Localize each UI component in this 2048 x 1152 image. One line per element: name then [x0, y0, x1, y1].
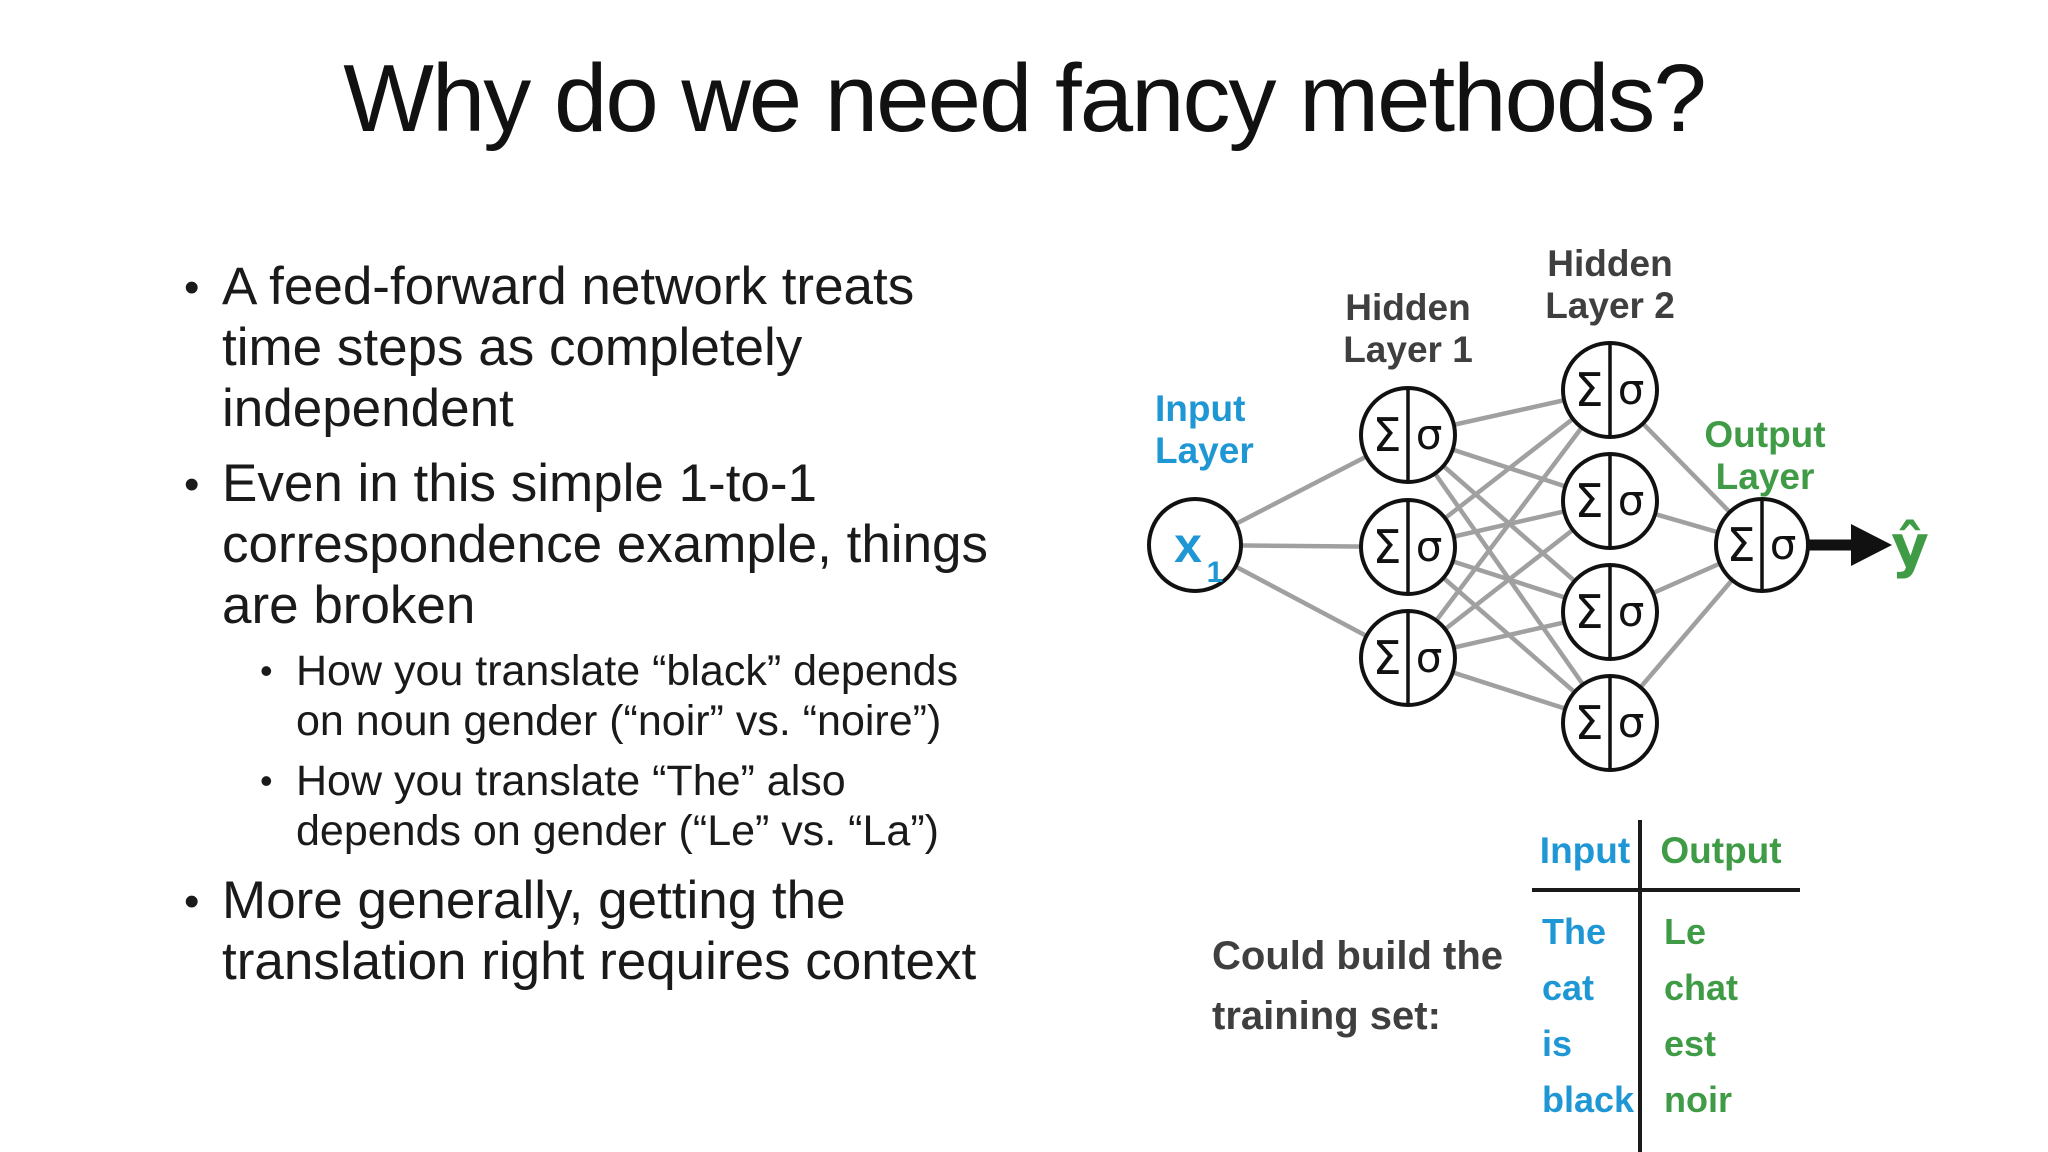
svg-text:σ: σ — [1770, 520, 1797, 569]
bullet-1-to-1-example: Even in this simple 1-to-1 correspondenc… — [178, 453, 1038, 636]
sub-bullet-translate-black: How you translate “black” depends on nou… — [178, 646, 1038, 746]
slide-title: Why do we need fancy methods? — [343, 45, 1706, 152]
svg-text:Σ: Σ — [1372, 631, 1401, 685]
svg-text:σ: σ — [1618, 476, 1645, 525]
output-arrow-icon — [1809, 524, 1892, 566]
input-node: x 1 — [1147, 497, 1243, 593]
layer-labels: Input Layer Hidden Layer 1 Hidden Layer … — [1155, 243, 1826, 497]
svg-text:σ: σ — [1618, 587, 1645, 636]
svg-text:Σ: Σ — [1574, 474, 1603, 528]
table-header-input: Input — [1532, 820, 1642, 892]
svg-text:Σ: Σ — [1726, 518, 1755, 572]
hidden2-node-1: Σ σ — [1561, 341, 1659, 439]
network-edges — [1193, 387, 1764, 726]
hidden1-node-1: Σ σ — [1359, 386, 1457, 484]
hidden-layer2-label-line2: Layer 2 — [1545, 285, 1675, 326]
bullet-feed-forward: A feed-forward network treats time steps… — [178, 256, 1038, 439]
svg-text:Σ: Σ — [1372, 520, 1401, 574]
table-column-output-words: Le chat est noir — [1664, 911, 1739, 1120]
input-node-symbol: x — [1174, 517, 1202, 573]
hidden2-node-3: Σ σ — [1561, 563, 1659, 661]
hidden2-node-4: Σ σ — [1561, 674, 1659, 772]
prediction-symbol: ŷ — [1891, 512, 1929, 580]
svg-text:σ: σ — [1416, 410, 1443, 459]
sub-bullet-translate-the: How you translate “The” also depends on … — [178, 756, 1038, 856]
output-node: Σ σ — [1714, 497, 1810, 593]
svg-text:σ: σ — [1618, 698, 1645, 747]
svg-text:σ: σ — [1618, 365, 1645, 414]
table-column-input-words: The cat is black — [1532, 892, 1642, 1152]
hidden-layer1-label-line1: Hidden — [1345, 287, 1470, 328]
svg-text:Σ: Σ — [1372, 408, 1401, 462]
output-layer-label-line1: Output — [1704, 414, 1825, 455]
hidden-layer2-label-line1: Hidden — [1547, 243, 1672, 284]
input-layer-label-line2: Layer — [1155, 430, 1254, 471]
table-header-output: Output — [1642, 820, 1800, 892]
output-layer-label-line2: Layer — [1716, 456, 1815, 497]
svg-text:Σ: Σ — [1574, 696, 1603, 750]
hidden2-node-2: Σ σ — [1561, 452, 1659, 550]
svg-text:σ: σ — [1416, 633, 1443, 682]
bullet-list: A feed-forward network treats time steps… — [178, 256, 1038, 992]
training-set-caption: Could build the training set: — [1212, 934, 1504, 1038]
input-layer-label-line1: Input — [1155, 388, 1245, 429]
hidden1-node-3: Σ σ — [1359, 609, 1457, 707]
hidden1-node-2: Σ σ — [1359, 498, 1457, 596]
input-node-subscript: 1 — [1207, 556, 1224, 589]
hidden-layer1-label-line2: Layer 1 — [1343, 329, 1473, 370]
svg-text:Σ: Σ — [1574, 363, 1603, 417]
bullet-context: More generally, getting the translation … — [178, 870, 1038, 992]
training-set-table: Input Output The cat is black Le chat es… — [1532, 820, 1800, 1152]
svg-text:σ: σ — [1416, 522, 1443, 571]
svg-text:Σ: Σ — [1574, 585, 1603, 639]
